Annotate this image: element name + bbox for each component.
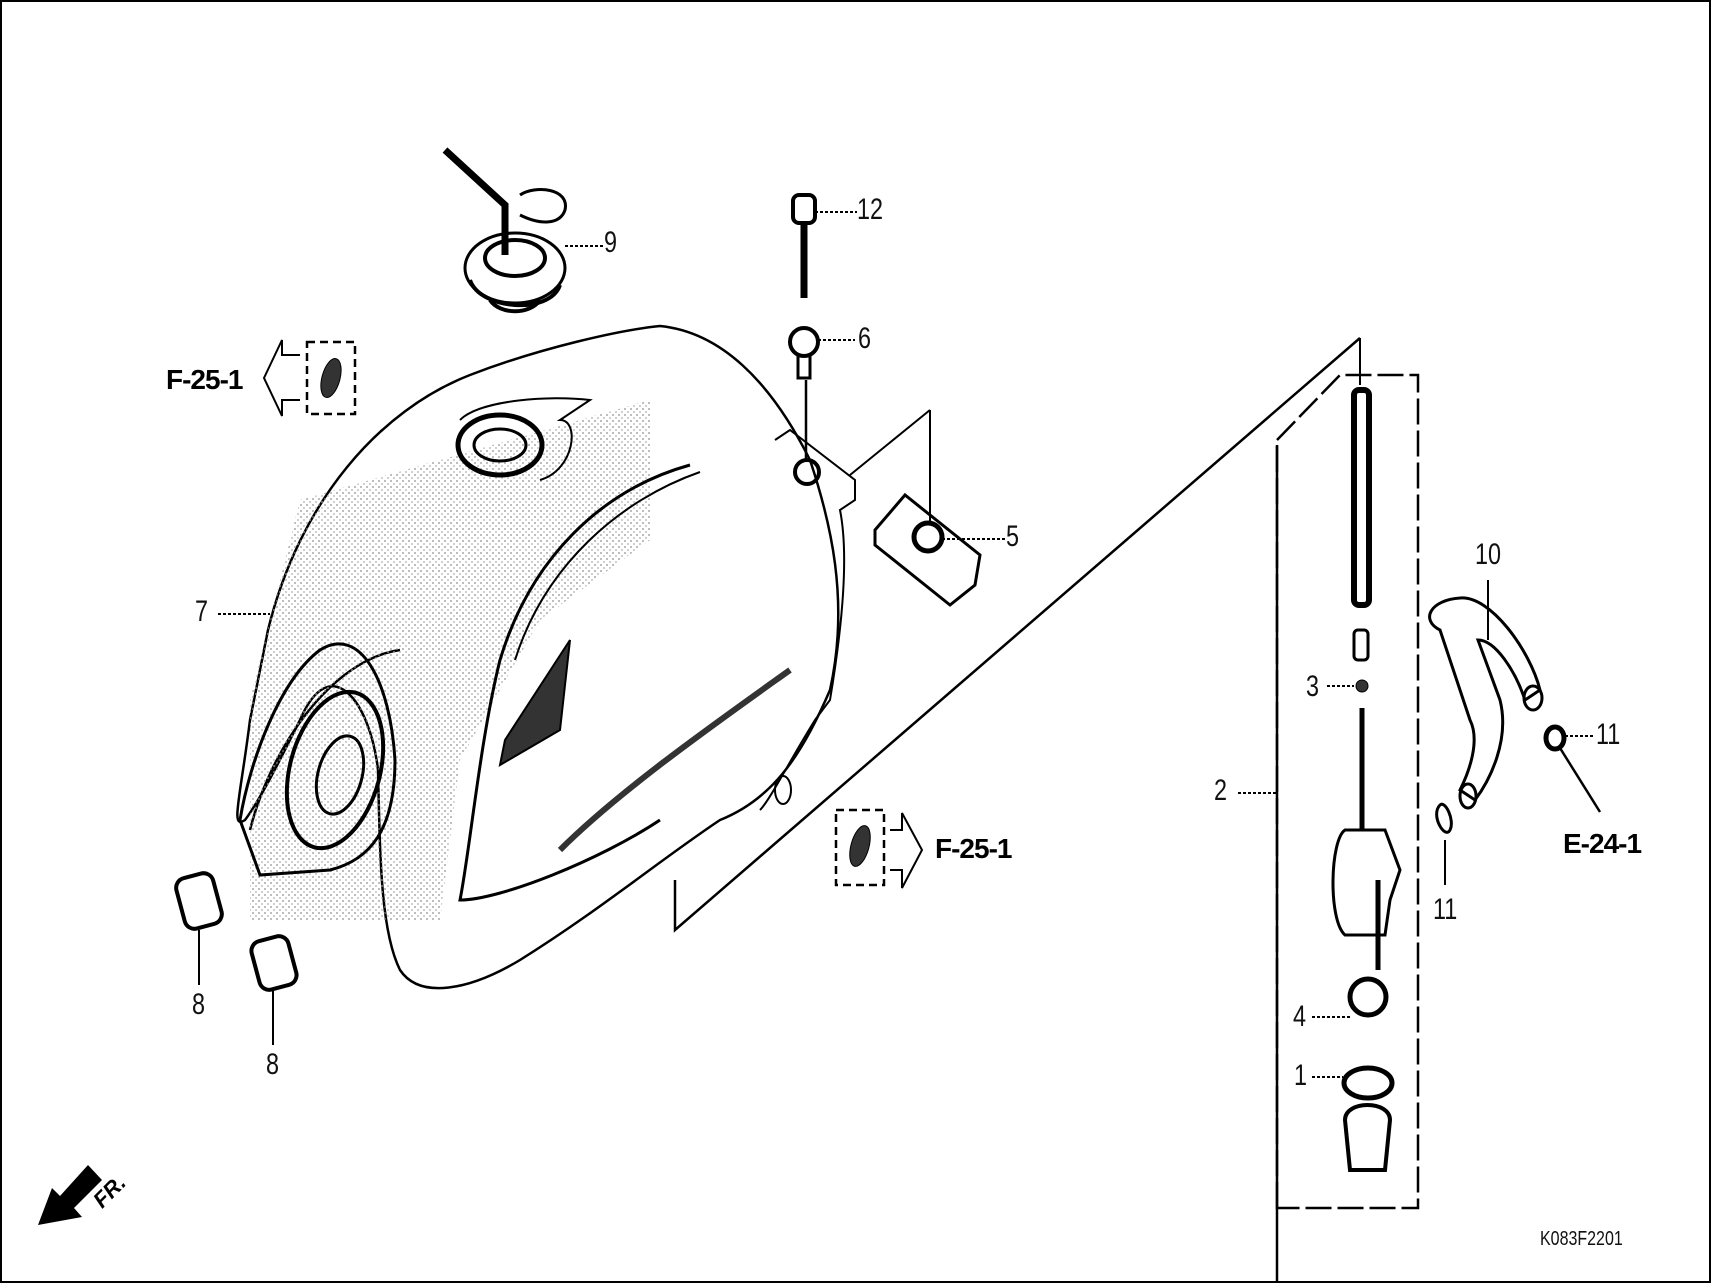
rubber-cushion-part-8b[interactable] — [249, 934, 299, 1045]
rubber-cushion-part-8a[interactable] — [174, 871, 224, 985]
ref-label-hose[interactable]: E-24-1 — [1563, 828, 1642, 859]
callout-8b: 8 — [266, 1048, 280, 1081]
fuel-hose-part-10[interactable] — [1428, 580, 1544, 810]
callout-1: 1 — [1294, 1059, 1308, 1092]
hose-clip-part-11b[interactable] — [1435, 802, 1453, 885]
callout-12: 12 — [857, 193, 884, 226]
callout-9: 9 — [604, 226, 618, 259]
ref-label-right[interactable]: F-25-1 — [935, 833, 1012, 864]
callout-4: 4 — [1293, 1000, 1307, 1033]
fuel-tank-part-7[interactable] — [236, 324, 856, 990]
front-direction-arrow-icon — [38, 1165, 102, 1225]
callout-6: 6 — [858, 322, 872, 355]
collar-part-6[interactable] — [788, 326, 820, 460]
callout-10: 10 — [1475, 538, 1502, 571]
leader-lines — [218, 211, 1595, 1078]
bolt-part-12[interactable] — [791, 193, 817, 298]
drawing-code: K083F2201 — [1540, 1228, 1623, 1250]
hose-clip-part-11a[interactable] — [1543, 724, 1602, 813]
ref-box-right — [834, 808, 924, 889]
callout-8a: 8 — [192, 988, 206, 1021]
ref-box-left — [262, 339, 357, 417]
damper-part-5[interactable] — [849, 409, 982, 607]
callout-7: 7 — [195, 595, 209, 628]
callout-11b: 11 — [1433, 893, 1458, 926]
ref-label-left[interactable]: F-25-1 — [166, 364, 243, 395]
callout-2: 2 — [1214, 774, 1228, 807]
fuel-cap-part-9[interactable] — [442, 147, 567, 314]
callout-3: 3 — [1306, 670, 1320, 703]
callout-5: 5 — [1006, 520, 1020, 553]
fuel-cock-assembly-part-2[interactable] — [1275, 338, 1420, 1210]
callout-11a: 11 — [1596, 718, 1621, 751]
guide-lines — [673, 337, 1361, 1283]
